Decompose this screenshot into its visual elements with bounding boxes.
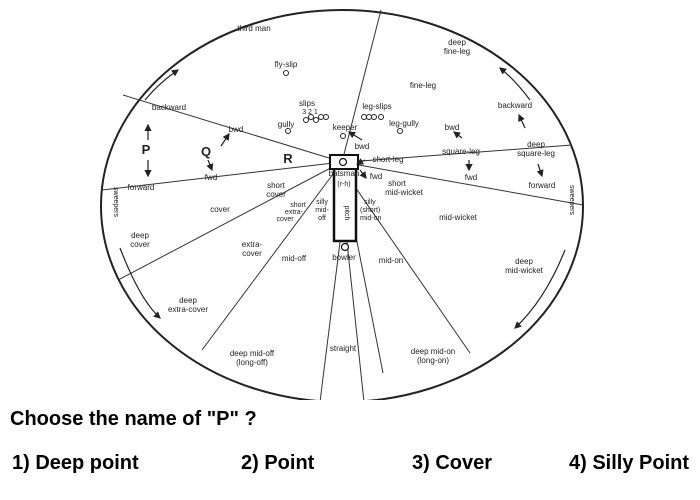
label-rh: (r-h): [337, 181, 350, 188]
label-short-mid-wicket-2: mid-wicket: [385, 188, 424, 197]
option-2[interactable]: 2) Point: [241, 452, 315, 474]
label-fwd-fine: fwd: [370, 172, 382, 181]
label-deep-cover-1: deep: [131, 231, 149, 240]
label-fine-leg: fine-leg: [410, 81, 436, 90]
label-slips: slips: [299, 99, 315, 108]
label-silly-mid-off-2: mid-: [315, 207, 329, 214]
label-marker-q: Q: [201, 144, 211, 159]
label-deep-cover-2: cover: [130, 240, 150, 249]
label-mid-on: mid-on: [379, 256, 403, 265]
label-deep-extra-cover-2: extra-cover: [168, 305, 208, 314]
label-leg-gully: leg-gully: [389, 119, 419, 128]
label-silly-mid-on-3: mid-on: [360, 215, 382, 222]
label-deep-mid-on-2: (long-on): [417, 356, 449, 365]
label-forward-right: forward: [529, 181, 556, 190]
label-keeper: keeper: [333, 123, 358, 132]
label-mid-wicket: mid-wicket: [439, 213, 478, 222]
label-deep-square-leg-2: square-leg: [517, 149, 555, 158]
option-1[interactable]: 1) Deep point: [12, 452, 139, 474]
label-deep-fine-leg-1: deep: [448, 38, 466, 47]
label-deep-extra-cover-1: deep: [179, 296, 197, 305]
arrow-sweepers-left-lower: [119, 247, 161, 319]
arrow-dsql-down: [536, 163, 544, 178]
label-batsman: batsman: [329, 169, 360, 178]
cricket-field-diagram: third man deep fine-leg fly-slip fine-le…: [100, 9, 584, 400]
label-deep-mid-on-1: deep mid-on: [411, 347, 455, 356]
option-3[interactable]: 3) Cover: [412, 452, 493, 474]
label-short-mid-wicket-1: short: [388, 179, 407, 188]
label-deep-mid-wicket-2: mid-wicket: [505, 266, 544, 275]
label-silly-mid-on-1: silly: [364, 199, 376, 206]
label-cover: cover: [210, 205, 230, 214]
label-backward-right: backward: [498, 101, 532, 110]
label-slip-numbers: 3 2 1: [302, 109, 318, 116]
arrow-sweepers-left-upper: [144, 69, 179, 101]
label-marker-r: R: [283, 151, 293, 166]
label-extra-cover-2: cover: [242, 249, 262, 258]
label-extra-cover-1: extra-: [242, 240, 263, 249]
label-straight: straight: [330, 344, 357, 353]
label-forward-left: forward: [128, 183, 155, 192]
label-short-extra-cover-3: cover: [276, 216, 294, 223]
label-short-cover-2: cover: [266, 190, 286, 199]
label-deep-mid-wicket-1: deep: [515, 257, 533, 266]
label-short-leg: short-leg: [372, 155, 403, 164]
arrow-q-up: [220, 133, 230, 147]
batsman-marker: [338, 157, 348, 167]
label-third-man: third man: [237, 24, 270, 33]
arrow-shortleg: [355, 158, 366, 165]
fielder-markers: [283, 70, 403, 139]
label-silly-mid-on-2: (short): [360, 207, 380, 214]
label-pitch: pitch: [343, 206, 350, 221]
label-deep-mid-off-1: deep mid-off: [230, 349, 275, 358]
option-4[interactable]: 4) Silly Point: [569, 452, 690, 474]
label-marker-p: P: [142, 142, 151, 157]
arrow-sqleg-up: [453, 131, 463, 139]
arrow-bwd-up: [347, 131, 363, 141]
bowler-marker: [340, 242, 350, 252]
arrow-sweepers-right-lower: [514, 249, 566, 329]
label-deep-fine-leg-2: fine-leg: [444, 47, 470, 56]
label-short-extra-cover-1: short: [290, 202, 306, 209]
label-backward-left: backward: [152, 103, 186, 112]
label-sweepers-right: sweepers: [568, 185, 575, 215]
label-silly-mid-off-1: silly: [316, 199, 328, 206]
label-short-cover-1: short: [267, 181, 286, 190]
label-mid-off: mid-off: [282, 254, 307, 263]
label-bwd-fine: bwd: [355, 142, 370, 151]
arrow-dsql-up: [518, 113, 526, 129]
label-gully: gully: [278, 120, 294, 129]
label-bwd-leg: bwd: [445, 123, 460, 132]
label-fly-slip: fly-slip: [275, 60, 298, 69]
arrow-fwd-down: [359, 169, 367, 179]
label-deep-mid-off-2: (long-off): [236, 358, 268, 367]
arrow-sweepers-right-upper: [499, 67, 531, 101]
arrow-q-down: [206, 159, 214, 172]
label-leg-slips: leg-slips: [362, 102, 391, 111]
label-bwd-off: bwd: [229, 125, 244, 134]
label-silly-mid-off-3: off: [318, 215, 326, 222]
label-fwd-off: fwd: [205, 173, 217, 182]
label-short-extra-cover-2: extra-: [285, 209, 304, 216]
label-square-leg: square-leg: [442, 147, 480, 156]
question-text: Choose the name of "P" ?: [10, 408, 257, 430]
arrows: [119, 67, 566, 329]
label-sweepers-left: sweepers: [112, 187, 119, 217]
field-boundary: [100, 9, 584, 400]
label-bowler: bowler: [332, 253, 356, 262]
label-fwd-leg: fwd: [465, 173, 477, 182]
label-deep-square-leg-1: deep: [527, 140, 545, 149]
